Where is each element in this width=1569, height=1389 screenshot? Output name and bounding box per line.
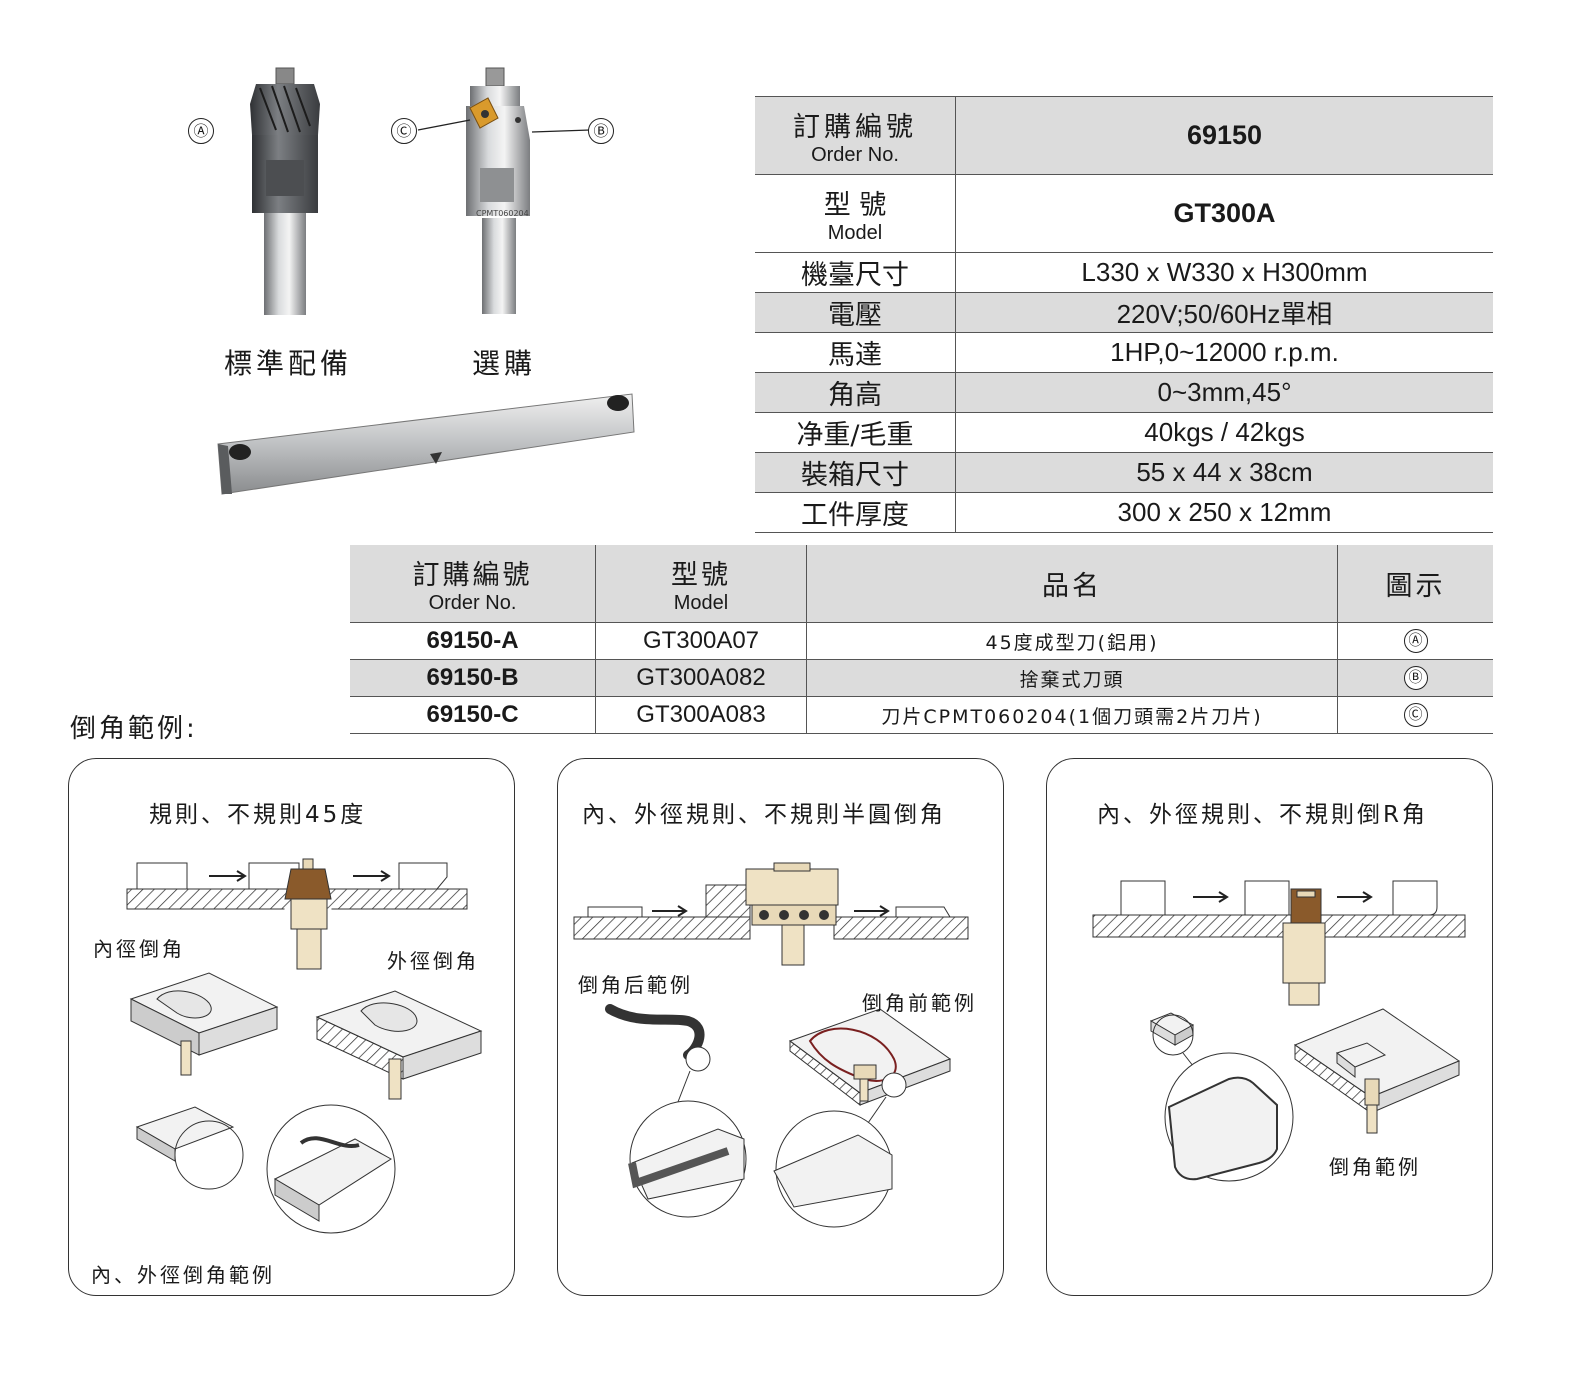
part-figure-marker: Ⓒ <box>1403 703 1428 727</box>
cutter-a-image <box>250 67 320 315</box>
marker-b: Ⓑ <box>588 118 614 144</box>
example-panel-1: 規則、不規則45度 <box>68 758 515 1296</box>
marker-a: Ⓐ <box>188 118 214 144</box>
spec-row: 角高 0~3mm,45° <box>755 372 1493 413</box>
panel-2-diagram <box>573 862 969 1228</box>
panel-2-caption-before: 倒角前範例 <box>862 991 977 1015</box>
insert-code-text: CPMT060204 <box>476 209 529 218</box>
part-order-no: 69150-B <box>350 659 596 697</box>
spec-row-order: 訂購編號 Order No. 69150 <box>755 96 1493 175</box>
panel-1-caption-outer: 外徑倒角 <box>387 949 479 973</box>
guide-bar-image <box>217 393 635 495</box>
part-model: GT300A082 <box>595 659 807 697</box>
spec-value: L330 x W330 x H300mm <box>955 252 1493 293</box>
panel-3-title: 內、外徑規則、不規則倒R角 <box>1097 802 1428 828</box>
table-row: 69150-A GT300A07 45度成型刀(鋁用) Ⓐ <box>350 622 1493 660</box>
panel-1-caption-inner: 內徑倒角 <box>93 937 185 961</box>
part-name: 刀片CPMT060204(1個刀頭需2片刀片) <box>806 696 1338 734</box>
table-row: 69150-B GT300A082 捨棄式刀頭 Ⓑ <box>350 659 1493 697</box>
spec-row: 裝箱尺寸 55 x 44 x 38cm <box>755 452 1493 493</box>
header-figure: 圖示 <box>1337 545 1493 623</box>
panel-3-caption-example: 倒角範例 <box>1329 1155 1421 1179</box>
spec-key: 機臺尺寸 <box>755 252 956 293</box>
example-panel-2: 內、外徑規則、不規則半圓倒角 倒角后範 <box>557 758 1004 1296</box>
panel-1-title: 規則、不規則45度 <box>149 802 367 828</box>
part-figure-marker: Ⓐ <box>1403 629 1428 653</box>
spec-key: 電壓 <box>755 292 956 333</box>
marker-c: Ⓒ <box>391 118 417 144</box>
spec-value: 0~3mm,45° <box>955 372 1493 413</box>
spec-row: 電壓 220V;50/60Hz單相 <box>755 292 1493 333</box>
order-no-label-en: Order No. <box>811 143 899 166</box>
header-name: 品名 <box>806 545 1338 623</box>
product-photos: CPMT060204 Ⓐ Ⓒ Ⓑ 標準配備 選購 <box>180 60 650 500</box>
standard-equipment-label: 標準配備 <box>224 347 353 380</box>
spec-key: 裝箱尺寸 <box>755 452 956 493</box>
panel-3-diagram <box>1092 880 1466 1182</box>
header-order-no-en: Order No. <box>428 591 517 614</box>
order-no-label: 訂購編號 <box>793 111 917 143</box>
part-order-no: 69150-A <box>350 622 596 660</box>
parts-table: 訂購編號 Order No. 型號 Model 品名 圖示 69150-A GT… <box>350 545 1493 734</box>
spec-key: 角高 <box>755 372 956 413</box>
spec-row: 馬達 1HP,0~12000 r.p.m. <box>755 332 1493 373</box>
example-panel-3: 內、外徑規則、不規則倒R角 倒角範例 <box>1046 758 1493 1296</box>
spec-row: 工件厚度 300 x 250 x 12mm <box>755 492 1493 533</box>
model-value: GT300A <box>1173 198 1276 228</box>
spec-row-model: 型 號 Model GT300A <box>755 174 1493 253</box>
spec-value: 220V;50/60Hz單相 <box>955 292 1493 333</box>
part-figure-marker: Ⓑ <box>1403 666 1428 690</box>
spec-value: 300 x 250 x 12mm <box>955 492 1493 533</box>
spec-row: 净重/毛重 40kgs / 42kgs <box>755 412 1493 453</box>
part-model: GT300A07 <box>595 622 807 660</box>
spec-key: 净重/毛重 <box>755 412 956 453</box>
spec-row: 機臺尺寸 L330 x W330 x H300mm <box>755 252 1493 293</box>
spec-key: 工件厚度 <box>755 492 956 533</box>
examples-section-title: 倒角範例: <box>70 714 198 744</box>
header-model-en: Model <box>673 591 729 614</box>
parts-header-row: 訂購編號 Order No. 型號 Model 品名 圖示 <box>350 545 1493 623</box>
model-label-en: Model <box>827 221 883 244</box>
cutter-b-image: CPMT060204 <box>466 67 530 314</box>
panel-2-caption-after: 倒角后範例 <box>578 973 693 997</box>
optional-purchase-label: 選購 <box>472 347 537 380</box>
part-name: 45度成型刀(鋁用) <box>806 622 1338 660</box>
header-order-no: 訂購編號 <box>412 559 533 591</box>
spec-value: 55 x 44 x 38cm <box>955 452 1493 493</box>
spec-value: 1HP,0~12000 r.p.m. <box>955 332 1493 373</box>
part-name: 捨棄式刀頭 <box>806 659 1338 697</box>
order-no-value: 69150 <box>1186 120 1263 150</box>
spec-key: 馬達 <box>755 332 956 373</box>
part-model: GT300A083 <box>595 696 807 734</box>
part-order-no: 69150-C <box>350 696 596 734</box>
header-model: 型號 <box>671 559 731 591</box>
spec-table: 訂購編號 Order No. 69150 型 號 Model GT300A 機臺… <box>755 96 1493 533</box>
tool-illustrations: CPMT060204 <box>217 67 635 495</box>
spec-value: 40kgs / 42kgs <box>955 412 1493 453</box>
panel-1-caption-both: 內、外徑倒角範例 <box>91 1263 275 1287</box>
panel-2-title: 內、外徑規則、不規則半圓倒角 <box>582 802 946 828</box>
model-label: 型 號 <box>823 189 887 221</box>
table-row: 69150-C GT300A083 刀片CPMT060204(1個刀頭需2片刀片… <box>350 696 1493 734</box>
panel-1-diagram <box>126 858 483 1234</box>
